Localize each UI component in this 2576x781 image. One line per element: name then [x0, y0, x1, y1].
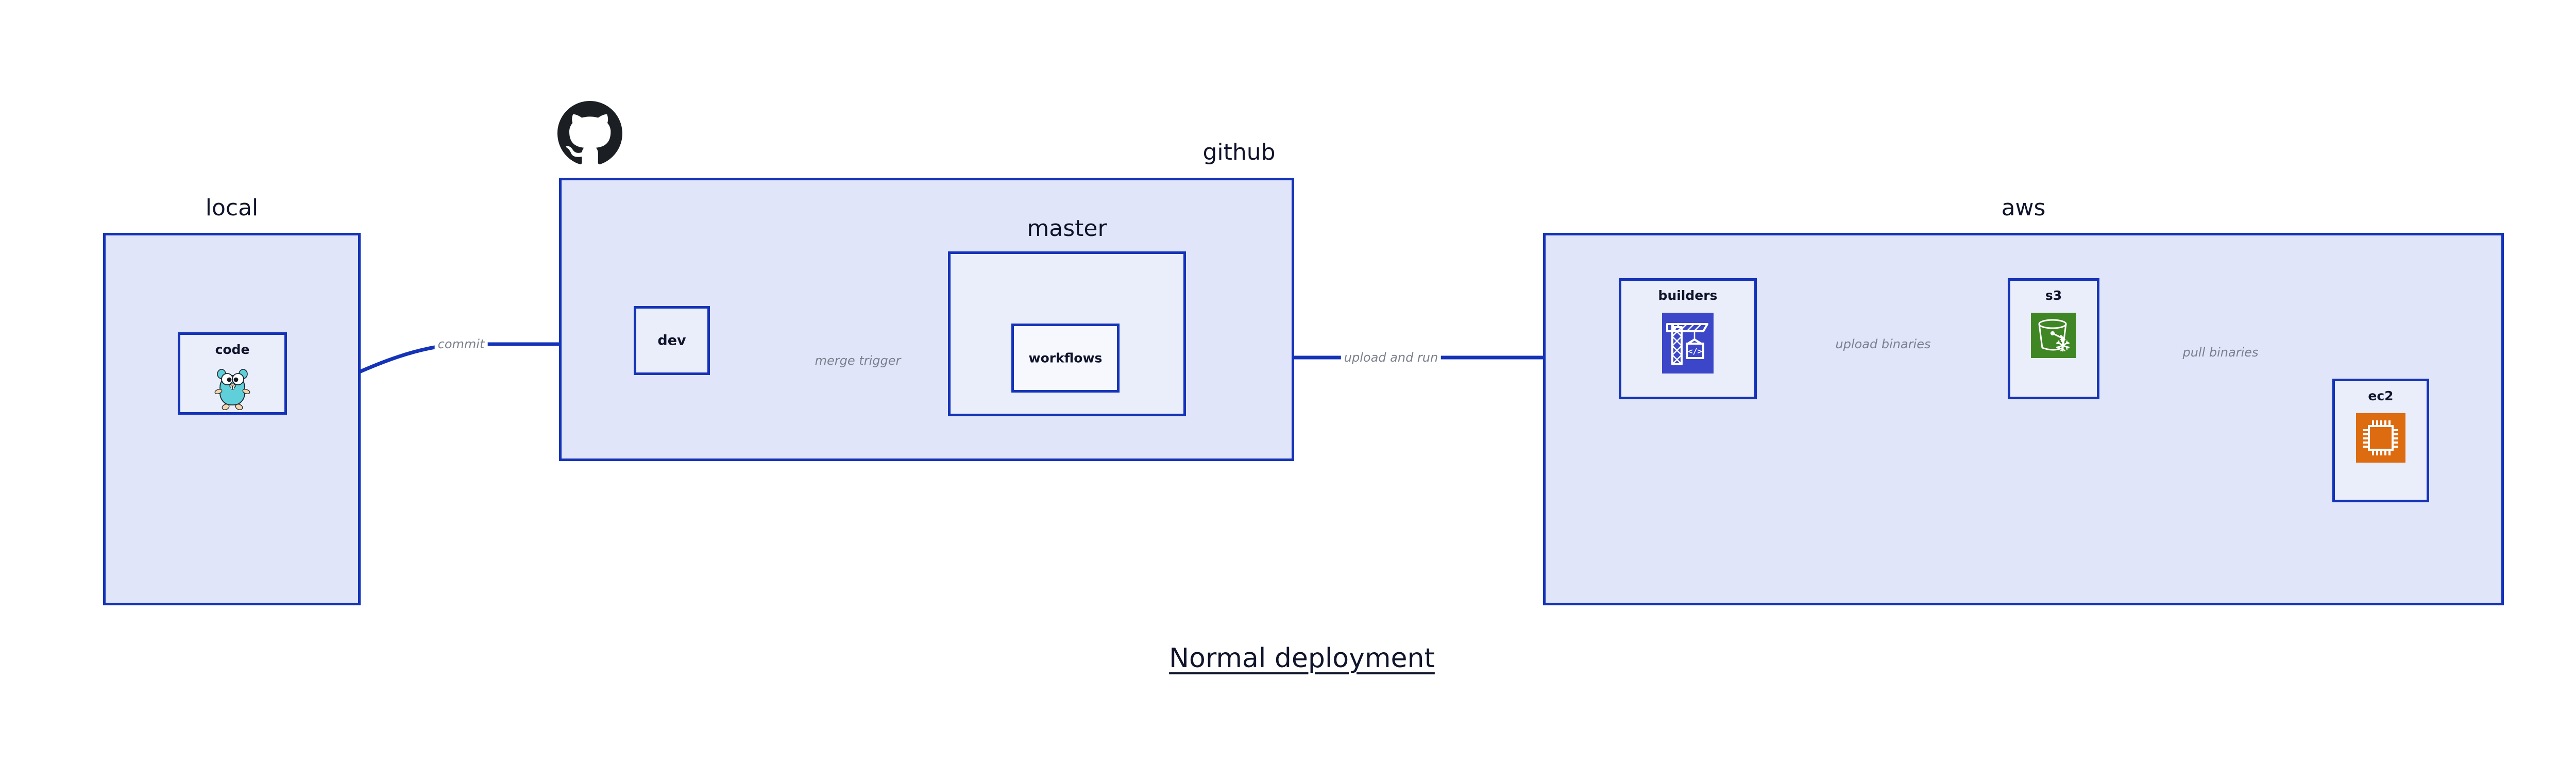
group-label-aws: aws [2001, 195, 2046, 221]
group-label-github: github [1202, 139, 1276, 165]
node-ec2[interactable]: ec2 [2332, 379, 2429, 502]
edge-label-upload-binaries: upload binaries [1832, 337, 1934, 351]
github-octocat-logo [557, 101, 622, 166]
node-code[interactable]: code [178, 332, 287, 415]
go-gopher-icon [214, 365, 250, 410]
node-code-label: code [215, 342, 250, 357]
aws-ec2-chip-icon [2356, 413, 2405, 463]
node-s3[interactable]: s3 [2008, 278, 2099, 399]
group-label-local: local [205, 195, 259, 221]
edge-label-commit: commit [434, 337, 488, 351]
group-local [103, 233, 361, 605]
node-workflows[interactable]: workflows [1011, 324, 1120, 393]
node-dev[interactable]: dev [634, 306, 710, 375]
node-builders-label: builders [1658, 288, 1718, 303]
node-workflows-label: workflows [1028, 350, 1103, 366]
node-s3-label: s3 [2045, 288, 2062, 303]
group-label-master: master [1027, 215, 1107, 242]
aws-s3-glacier-bucket-icon [2031, 313, 2076, 358]
svg-text:</>: </> [1688, 347, 1702, 356]
node-builders[interactable]: builders [1619, 278, 1757, 399]
edge-label-pull-binaries: pull binaries [2179, 345, 2262, 360]
edge-label-upload-and-run: upload and run [1341, 350, 1442, 365]
edge-label-merge-trigger: merge trigger [811, 353, 904, 368]
node-ec2-label: ec2 [2368, 388, 2394, 403]
diagram-title: Normal deployment [1169, 643, 1435, 674]
aws-codebuild-icon: </> [1662, 313, 1714, 373]
node-dev-label: dev [657, 332, 686, 349]
